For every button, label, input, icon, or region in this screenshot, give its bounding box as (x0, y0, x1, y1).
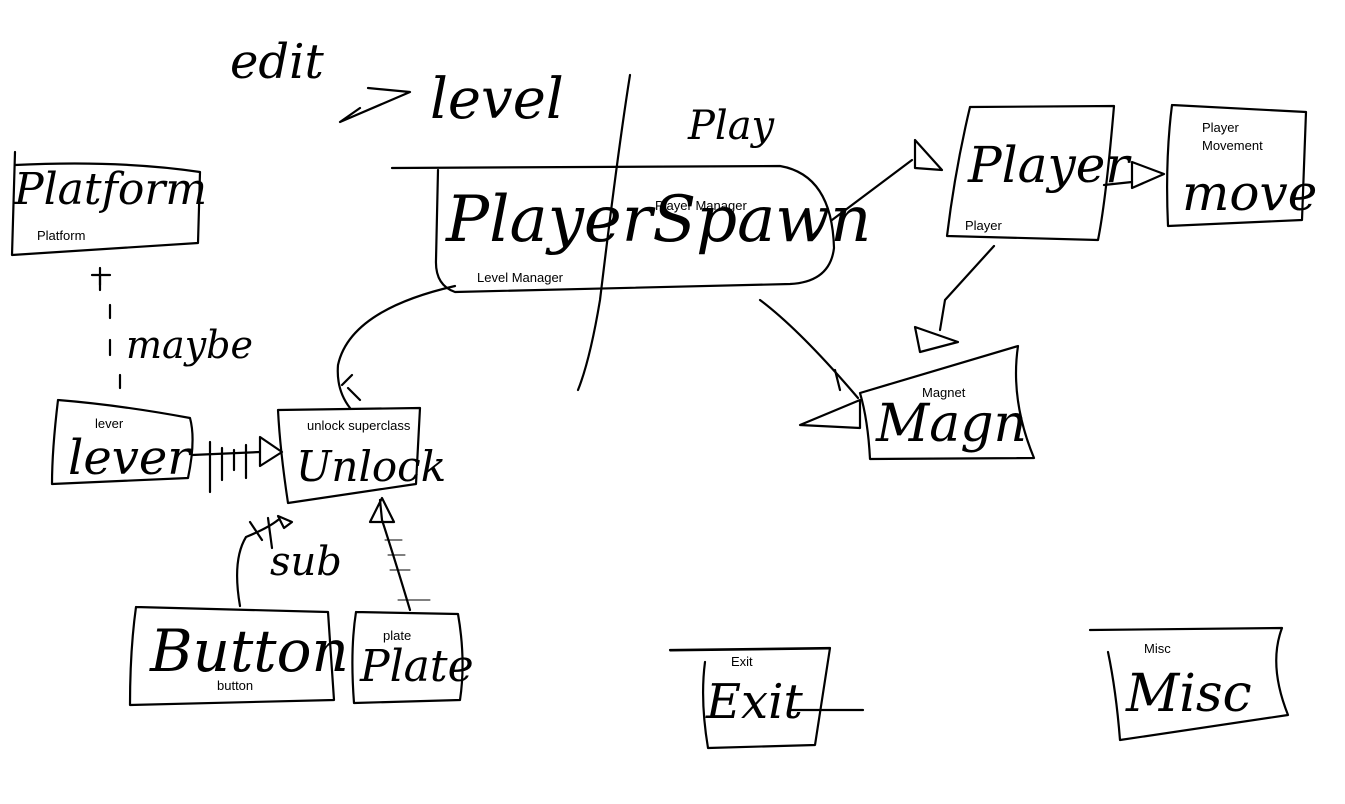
magnet-label: Magnet (922, 385, 966, 400)
magnet-hand-text: Magn (876, 394, 1028, 454)
player-manager-label: Player Manager (655, 198, 747, 213)
button-box (128, 605, 336, 707)
plate-hand-text: Plate (360, 641, 474, 692)
arrowhead (276, 514, 294, 530)
player-label: Player (965, 218, 1002, 233)
edit-scribble: edit (230, 34, 324, 90)
arrowhead (913, 138, 944, 172)
button-hand-text: Button (150, 617, 349, 685)
arrowhead (913, 325, 960, 354)
platform-box (10, 150, 202, 257)
plate-box (351, 610, 464, 705)
sub-scribble: sub (270, 539, 342, 585)
arrow-spawn-to-unlock (336, 284, 457, 410)
misc-label: Misc (1144, 641, 1171, 656)
exit-hand-text: Exit (706, 674, 803, 730)
exit-box (668, 646, 832, 750)
arrowhead (368, 496, 396, 524)
play-scribble: Play (688, 103, 775, 149)
level-manager-label: Level Manager (477, 270, 563, 285)
move-box (1166, 103, 1308, 228)
unlock-hand-text: Unlock (296, 442, 447, 491)
unlock-superclass-label: unlock superclass (307, 418, 411, 433)
arrow-player-to-magnet (938, 244, 996, 332)
player-box (945, 104, 1116, 242)
player-spawn-oval (390, 164, 836, 294)
move-hand-text: move (1182, 164, 1318, 222)
platform-hand-text: Platform (14, 164, 208, 215)
lever-label: lever (95, 416, 124, 431)
lever-hand-text: lever (68, 430, 191, 486)
level-scribble: level (430, 67, 564, 132)
arrowhead (258, 435, 284, 468)
player-hand-text: Player (968, 136, 1130, 194)
player-movement-label: Player Movement (1202, 120, 1263, 154)
arrow-lever-to-unlock (190, 450, 262, 457)
misc-hand-text: Misc (1126, 664, 1252, 724)
arrowhead (1130, 160, 1166, 190)
player-spawn-hand-text: PlayerSpawn (446, 183, 872, 257)
arrow-spawn-to-player (830, 158, 914, 222)
arrow-player-to-move (1102, 180, 1134, 187)
maybe-scribble: maybe (126, 323, 253, 367)
arrowhead (798, 398, 862, 430)
lever-to-platform-dashed (98, 273, 122, 390)
lever-box (50, 398, 194, 486)
exit-label: Exit (731, 654, 753, 669)
unlock-box (276, 406, 422, 505)
arrow-spawn-to-magnet (758, 298, 860, 400)
platform-label: Platform (37, 228, 86, 243)
edit-crossout (338, 86, 412, 124)
plate-label: plate (383, 628, 412, 643)
arrow-button-to-unlock (236, 518, 280, 608)
misc-box (1088, 626, 1290, 742)
level-play-divider (576, 73, 632, 392)
magnet-box (858, 344, 1036, 461)
button-label: button (217, 678, 254, 693)
